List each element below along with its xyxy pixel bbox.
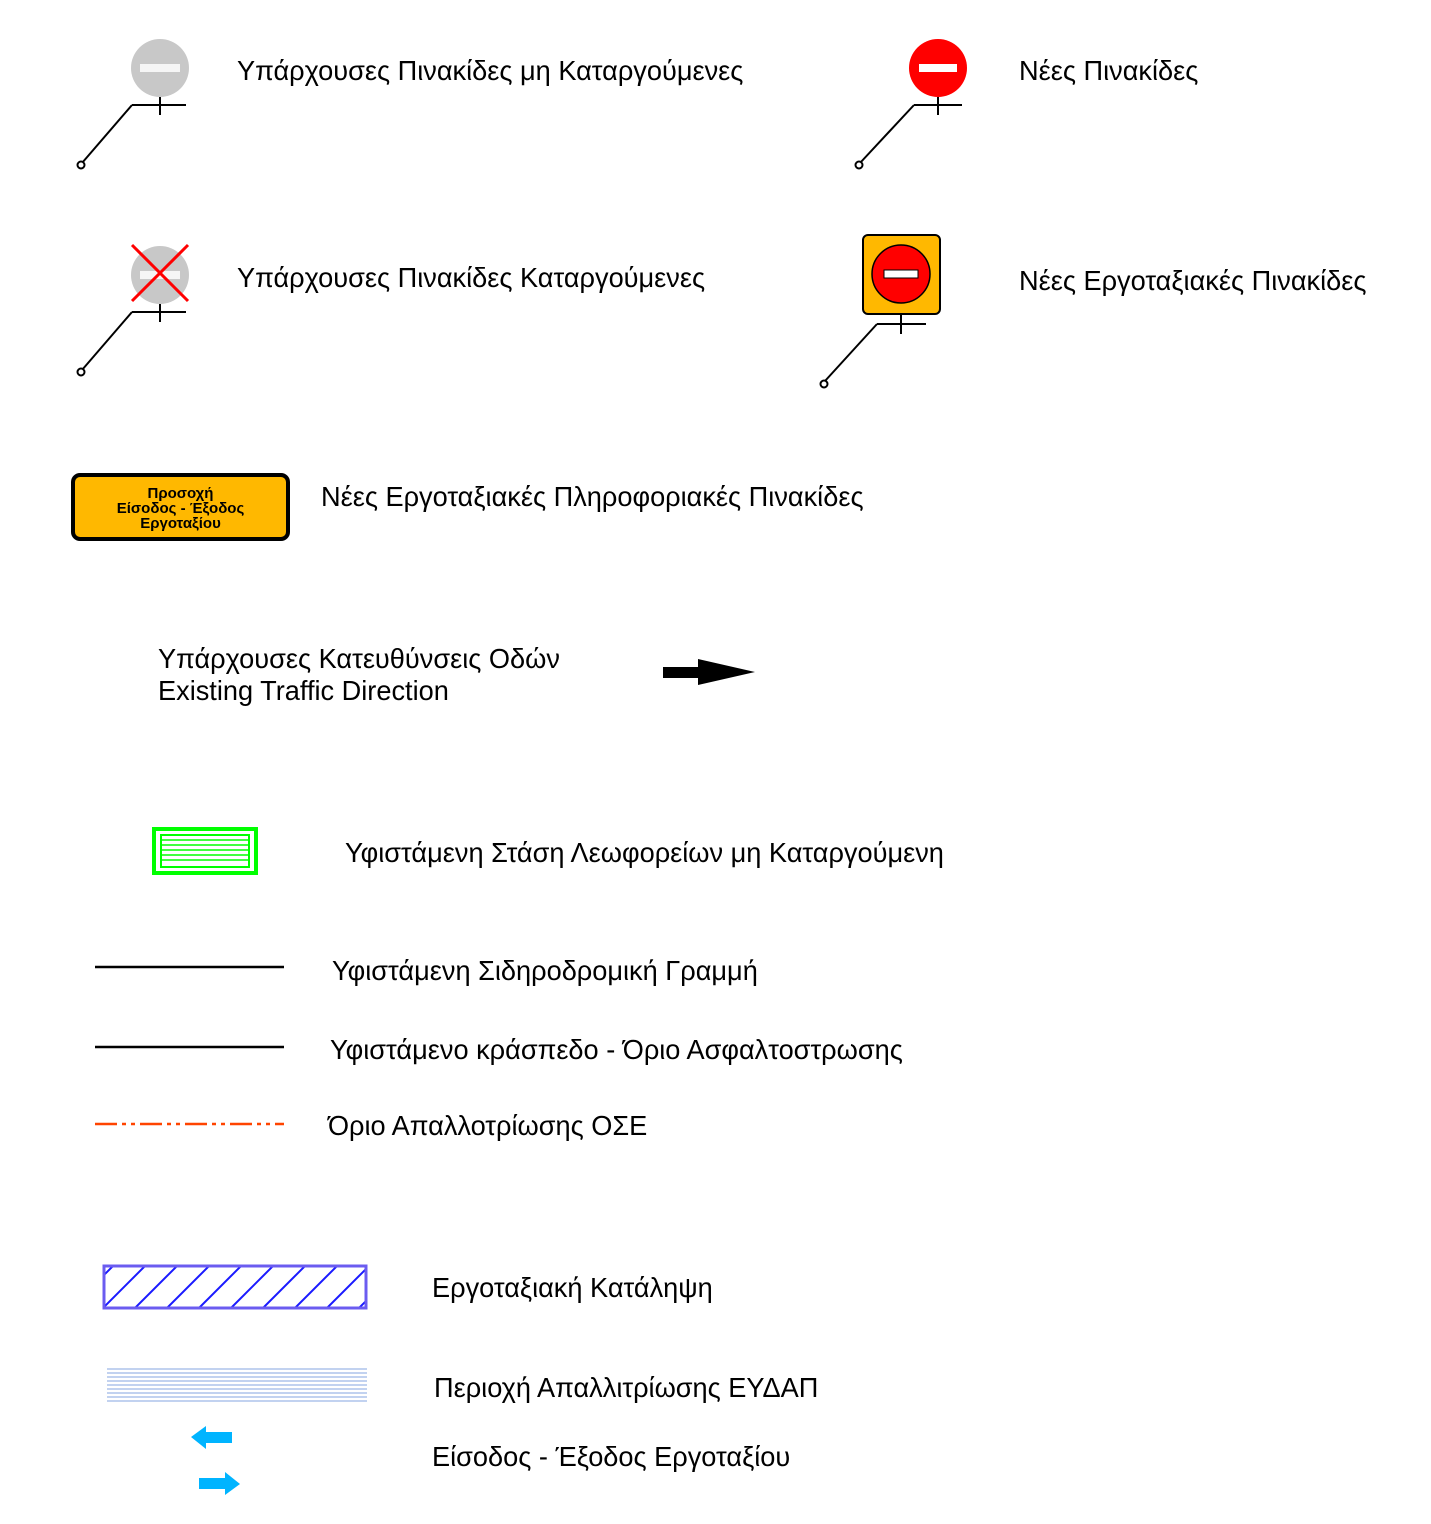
curb-line-icon [95, 1045, 284, 1049]
blue-hatched-rect-icon [102, 1264, 368, 1310]
new-signs-label: Νέες Πινακίδες [1019, 55, 1199, 86]
railway-line-label: Υφιστάμενη Σιδηροδρομική Γραμμή [332, 955, 758, 986]
eydap-area-label: Περιοχή Απαλλιτρίωσης ΕΥΔΑΠ [434, 1372, 819, 1403]
red-no-entry-sign-icon [854, 39, 967, 170]
info-sign-line-3: Εργοταξίου [140, 515, 221, 532]
new-site-info-signs-label: Νέες Εργοταξιακές Πληροφοριακές Πινακίδε… [321, 481, 864, 512]
info-sign-line-2: Είσοδος - Έξοδος [116, 500, 245, 517]
existing-signs-kept-label: Υπάρχουσες Πινακίδες μη Καταργούμενες [237, 55, 744, 86]
site-occupation-label: Εργοταξιακή Κατάληψη [432, 1272, 713, 1303]
crossed-out-sign-icon [76, 243, 190, 377]
bus-stop-label: Υφιστάμενη Στάση Λεωφορείων μη Καταργούμ… [345, 837, 944, 868]
green-hatched-rect-icon [152, 827, 258, 875]
site-info-sign-icon: Προσοχή Είσοδος - Έξοδος Εργοταξίου [71, 473, 290, 541]
traffic-direction-label-en: Existing Traffic Direction [158, 675, 449, 706]
new-site-signs-label: Νέες Εργοταξιακές Πινακίδες [1019, 265, 1367, 296]
grey-no-entry-sign-icon [76, 39, 189, 170]
traffic-direction-label-gr: Υπάρχουσες Κατευθύνσεις Οδών [158, 643, 560, 674]
blue-lined-rect-icon [107, 1368, 367, 1402]
info-sign-line-1: Προσοχή [147, 485, 214, 502]
ose-boundary-label: Όριο Απαλλοτρίωσης ΟΣΕ [328, 1110, 648, 1141]
black-arrow-icon [663, 659, 755, 685]
cyan-arrows-icon [191, 1426, 240, 1495]
site-entry-exit-label: Είσοδος - Έξοδος Εργοταξίου [432, 1441, 791, 1472]
railway-line-icon [95, 965, 284, 969]
ose-boundary-line-icon [95, 1122, 284, 1126]
yellow-board-no-entry-sign-icon [819, 234, 941, 389]
curb-label: Υφιστάμενο κράσπεδο - Όριο Ασφαλτοστρωση… [330, 1034, 903, 1065]
existing-signs-removed-label: Υπάρχουσες Πινακίδες Καταργούμενες [237, 262, 706, 293]
